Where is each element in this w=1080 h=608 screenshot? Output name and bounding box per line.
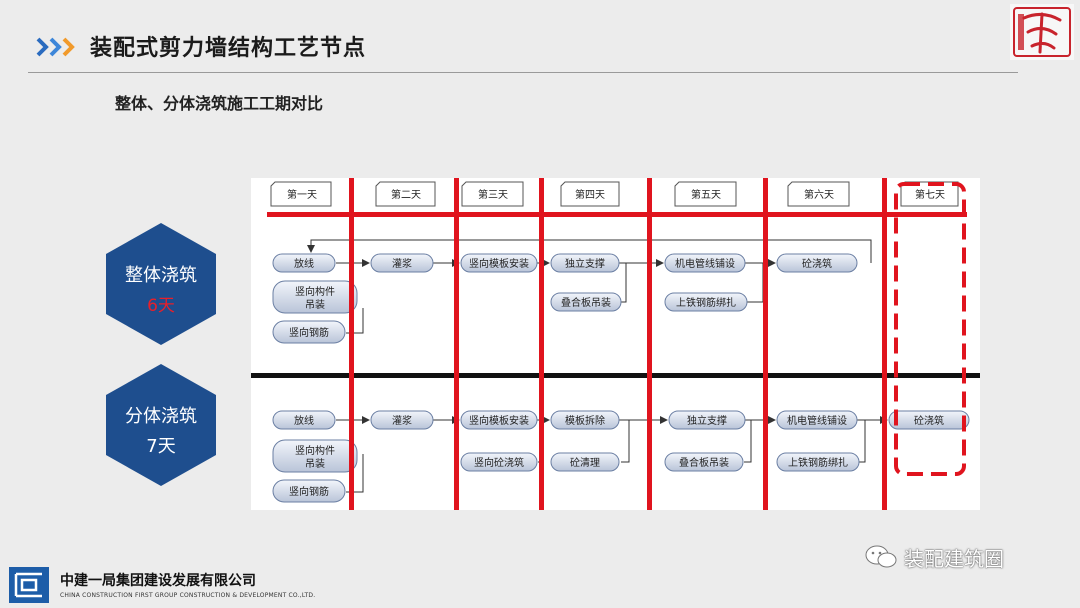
step-label: 独立支撑 (565, 257, 605, 270)
day-label-2: 第二天 (391, 188, 421, 201)
hexagon-shape-icon (106, 223, 216, 345)
header-red-line (267, 212, 967, 217)
company-name-cn: 中建一局集团建设发展有限公司 (60, 573, 256, 589)
day-label-6: 第六天 (804, 188, 834, 201)
day-header-row: 第一天 第二天 第三天 第四天 第五天 第六天 第七天 (270, 181, 959, 207)
integral-step-mep: 机电管线铺设 (664, 253, 746, 273)
schedule-diagram: 第一天 第二天 第三天 第四天 第五天 第六天 第七天 (251, 178, 980, 510)
integral-step-layout: 放线 (272, 253, 336, 273)
day-label-1: 第一天 (287, 188, 317, 201)
page-title: 装配式剪力墙结构工艺节点 (90, 36, 367, 61)
day-label-7: 第七天 (915, 188, 945, 201)
integral-pour-label: 整体浇筑 (125, 265, 197, 286)
step-label: 砼浇筑 (914, 414, 944, 427)
hexagon-shape-icon (106, 364, 216, 486)
wechat-icon (865, 545, 897, 568)
step-label: 机电管线铺设 (787, 414, 847, 427)
separate-pour-label: 分体浇筑 (125, 406, 197, 427)
step-label: 吊装 (305, 457, 325, 470)
separate-steps: 放线 竖向构件 吊装 竖向钢筋 灌浆 竖向模板安装 竖向砼浇筑 模板拆除 (272, 410, 970, 503)
seal-logo-icon (1010, 4, 1074, 60)
step-label: 竖向构件 (295, 285, 335, 298)
separate-step-concrete-pour: 砼浇筑 (888, 410, 970, 430)
day-tab-1: 第一天 (270, 181, 332, 207)
integral-steps: 放线 竖向构件 吊装 竖向钢筋 灌浆 竖向模板安装 独立支撑 叠合板吊装 (272, 253, 858, 344)
step-label: 叠合板吊装 (561, 296, 611, 309)
day-label-4: 第四天 (575, 188, 605, 201)
separate-step-top-rebar: 上铁钢筋绑扎 (776, 452, 860, 472)
separate-step-vertical-pour: 竖向砼浇筑 (460, 452, 538, 472)
step-label: 上铁钢筋绑扎 (788, 456, 848, 469)
integral-step-shoring: 独立支撑 (550, 253, 620, 273)
separate-step-shoring: 独立支撑 (668, 410, 746, 430)
step-label: 竖向模板安装 (469, 414, 529, 427)
watermark-text: 装配建筑圈 (904, 547, 1004, 571)
step-label: 独立支撑 (687, 414, 727, 427)
step-label: 灌浆 (392, 414, 412, 427)
day-seven-highlight (894, 182, 966, 476)
separate-step-grout: 灌浆 (370, 410, 434, 430)
step-label: 上铁钢筋绑扎 (676, 296, 736, 309)
step-label: 放线 (294, 257, 314, 270)
step-label: 模板拆除 (565, 414, 605, 427)
step-label: 吊装 (305, 298, 325, 311)
separate-pour-hexagon: 分体浇筑 7天 (98, 362, 224, 488)
step-label: 砼清理 (570, 456, 600, 469)
step-label: 竖向砼浇筑 (474, 456, 524, 469)
integral-step-vertical-rebar: 竖向钢筋 (272, 320, 346, 344)
method-divider-line (251, 373, 980, 378)
step-label: 竖向模板安装 (469, 257, 529, 270)
day-label-5: 第五天 (691, 188, 721, 201)
chevrons-icon (36, 37, 75, 57)
integral-pour-hexagon: 整体浇筑 6天 (98, 221, 224, 347)
integral-step-vertical-hoist: 竖向构件 吊装 (272, 280, 358, 314)
step-label: 机电管线铺设 (675, 257, 735, 270)
integral-step-grout: 灌浆 (370, 253, 434, 273)
day-tab-2: 第二天 (375, 181, 436, 207)
day-tab-4: 第四天 (560, 181, 620, 207)
separate-step-layout: 放线 (272, 410, 336, 430)
integral-pour-duration: 6天 (147, 296, 175, 316)
integral-step-formwork: 竖向模板安装 (460, 253, 538, 273)
step-label: 叠合板吊装 (679, 456, 729, 469)
day-tab-3: 第三天 (461, 181, 524, 207)
separate-step-vertical-hoist: 竖向构件 吊装 (272, 439, 358, 473)
step-label: 砼浇筑 (802, 257, 832, 270)
integral-step-slab-hoist: 叠合板吊装 (550, 292, 622, 312)
step-label: 灌浆 (392, 257, 412, 270)
step-label: 竖向钢筋 (289, 326, 329, 339)
integral-step-concrete-pour: 砼浇筑 (776, 253, 858, 273)
separate-step-vertical-rebar: 竖向钢筋 (272, 479, 346, 503)
day-tab-7: 第七天 (900, 181, 959, 207)
day-tab-6: 第六天 (787, 181, 850, 207)
step-label: 竖向钢筋 (289, 485, 329, 498)
separate-pour-duration: 7天 (146, 436, 176, 457)
day-tab-5: 第五天 (674, 181, 737, 207)
separate-step-slab-hoist: 叠合板吊装 (664, 452, 744, 472)
separate-step-formwork: 竖向模板安装 (460, 410, 538, 430)
company-logo-icon (9, 567, 49, 603)
step-label: 竖向构件 (295, 444, 335, 457)
separate-step-mep: 机电管线铺设 (776, 410, 858, 430)
integral-step-top-rebar: 上铁钢筋绑扎 (664, 292, 748, 312)
step-label: 放线 (294, 414, 314, 427)
separate-step-cleanup: 砼清理 (550, 452, 620, 472)
day-separators (349, 178, 887, 510)
day-label-3: 第三天 (478, 188, 508, 201)
page-subtitle: 整体、分体浇筑施工工期对比 (115, 94, 324, 113)
company-name-en: CHINA CONSTRUCTION FIRST GROUP CONSTRUCT… (60, 592, 316, 599)
header-divider (28, 72, 1018, 73)
separate-step-formwork-removal: 模板拆除 (550, 410, 620, 430)
